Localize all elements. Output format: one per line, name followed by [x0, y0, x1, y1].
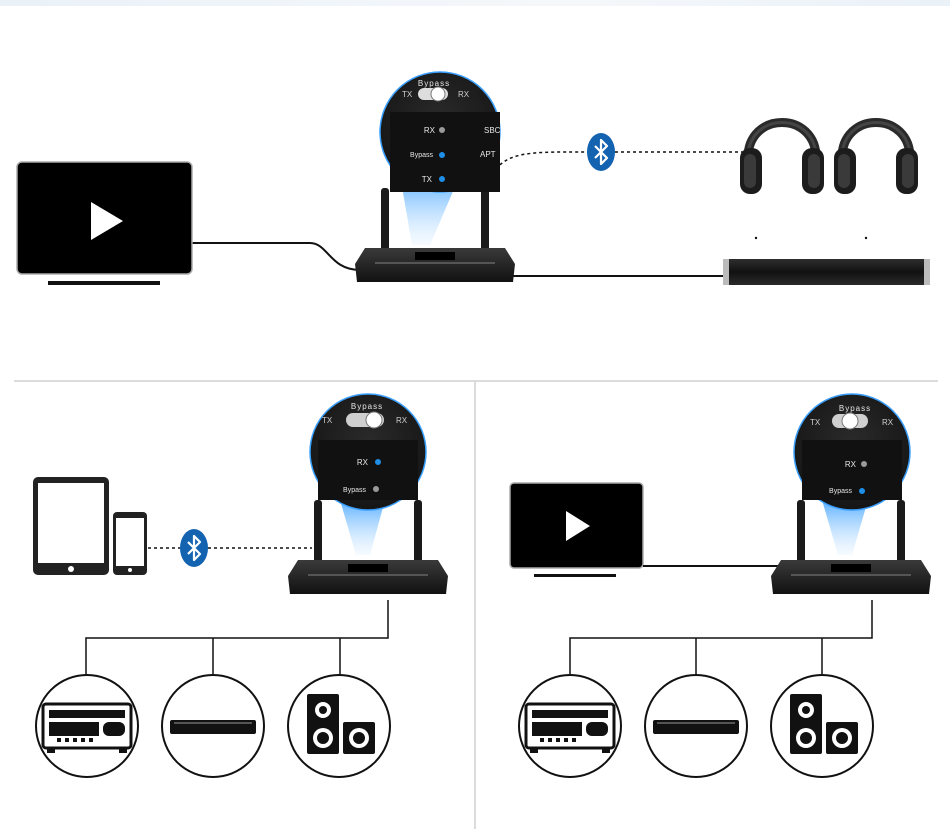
indicator-tx-led [439, 176, 445, 182]
soundbar-icon [170, 720, 256, 734]
switch-label: Bypass [839, 404, 871, 413]
av-receiver-icon [41, 702, 133, 755]
headphones-icon [834, 123, 918, 195]
bluetooth-icon [178, 527, 210, 569]
top-zoom-panel: Bypass TX RX RX Bypass TX SBC APT [379, 71, 501, 193]
indicator-rx-label: RX [845, 460, 857, 469]
indicator-rx-led [861, 461, 867, 467]
indicator-rx-label: RX [424, 126, 436, 135]
top-panel: Bypass TX RX RX Bypass TX SBC APT [16, 71, 930, 285]
switch-label: Bypass [418, 79, 450, 88]
switch-left-label: TX [402, 90, 413, 99]
indicator-bypass-label: Bypass [410, 152, 433, 159]
codec-label-sbc: SBC [484, 126, 501, 135]
output-bus [569, 600, 873, 676]
indicator-rx-led [375, 459, 381, 465]
top-banner-strip [0, 0, 950, 6]
indicator-bypass-led [439, 152, 445, 158]
switch-right-label: RX [458, 90, 470, 99]
indicator-tx-label: TX [422, 175, 433, 184]
phone-icon [113, 512, 147, 575]
indicator-bypass-led [373, 486, 379, 492]
switch-left-label: TX [810, 418, 821, 427]
tv-icon [509, 482, 644, 577]
bottom-left-panel: Bypass TX RX RX Bypass [33, 393, 448, 778]
av-receiver-icon [524, 702, 616, 755]
bottom-left-zoom-panel: Bypass TX RX RX Bypass [309, 393, 427, 511]
bottom-right-zoom-panel: Bypass TX RX RX Bypass [793, 393, 911, 511]
output-bus [85, 600, 389, 676]
tv-icon [16, 161, 193, 285]
indicator-rx-label: RX [357, 458, 369, 467]
zoom-beam [822, 500, 868, 555]
indicator-rx-led [439, 127, 445, 133]
indicator-bypass-led [859, 488, 865, 494]
soundbar-icon [653, 720, 739, 734]
tv-to-transceiver-cable [192, 242, 361, 271]
play-icon [91, 202, 123, 240]
zoom-beam [340, 500, 385, 555]
soundbar-icon [723, 259, 930, 285]
bluetooth-icon [585, 131, 617, 173]
switch-right-label: RX [882, 418, 894, 427]
play-icon [566, 511, 590, 541]
tablet-icon [33, 477, 109, 575]
codec-label-apt: APT [480, 150, 496, 159]
indicator-bypass-label: Bypass [829, 488, 852, 495]
switch-left-label: TX [322, 416, 333, 425]
indicator-bypass-label: Bypass [343, 487, 366, 494]
headphones-icon [740, 123, 824, 195]
bottom-right-panel: Bypass TX RX RX Bypass [509, 393, 931, 778]
switch-right-label: RX [396, 416, 408, 425]
switch-label: Bypass [351, 402, 383, 411]
